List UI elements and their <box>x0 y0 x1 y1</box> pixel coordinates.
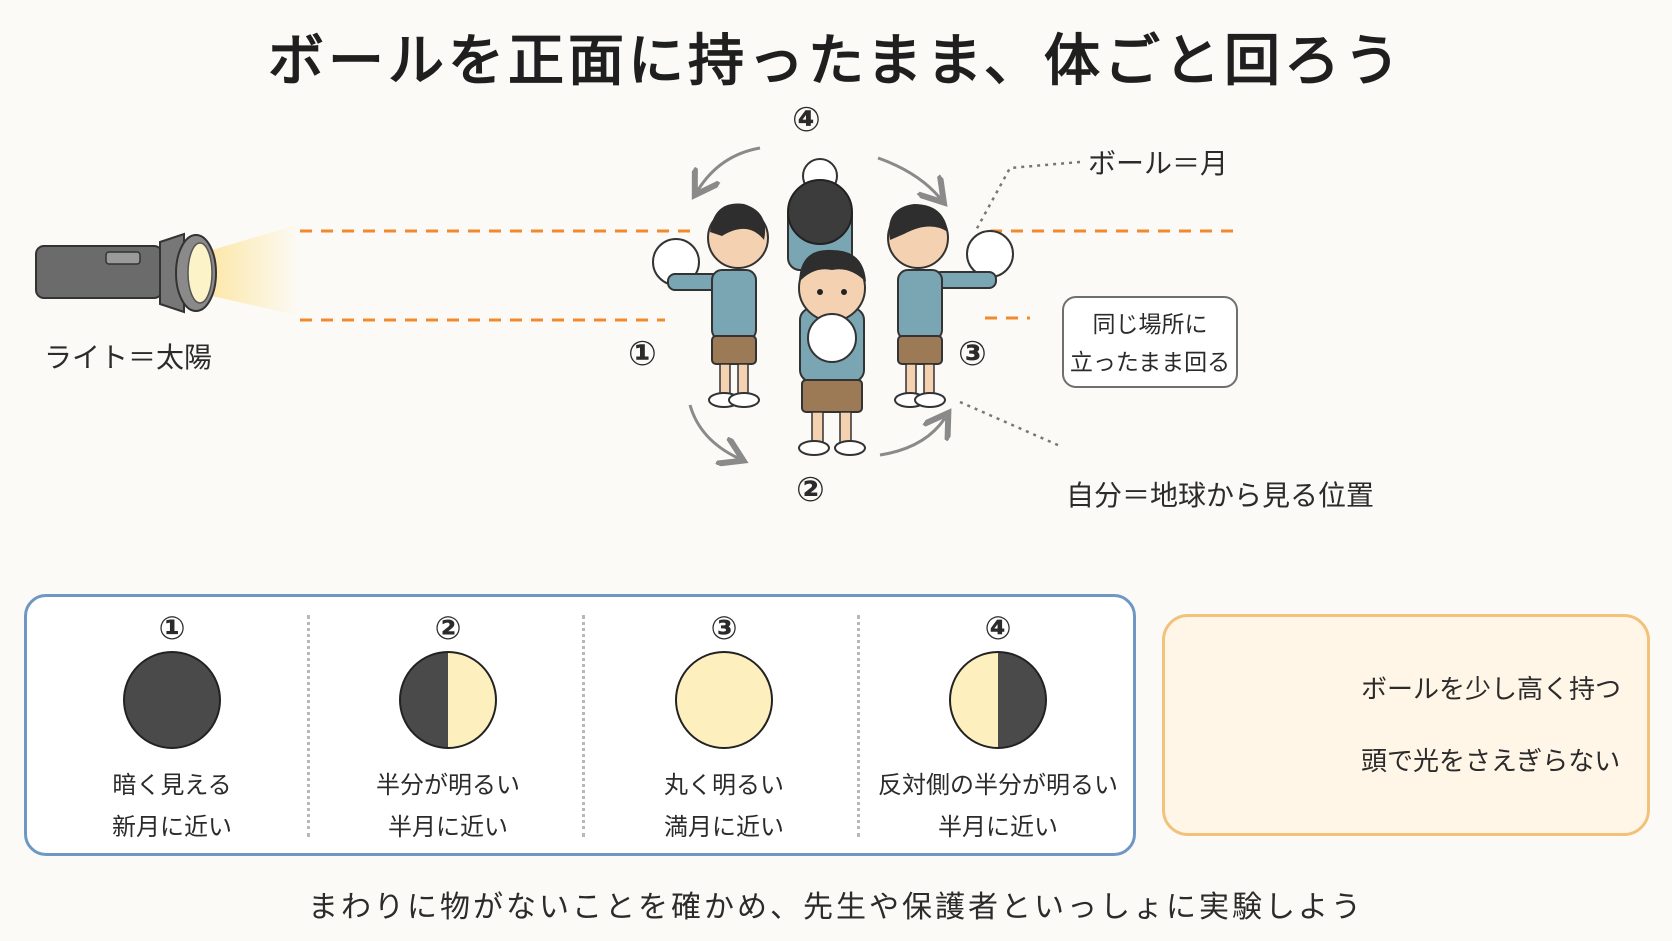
position-number-3: ③ <box>958 334 987 374</box>
phase-2: ② 半分が明るい 半月に近い <box>313 597 583 853</box>
bubble-line-2: 立ったまま回る <box>1069 350 1231 376</box>
leader-lines <box>959 160 1081 448</box>
flashlight-icon <box>35 232 217 314</box>
phase-1: ① 暗く見える 新月に近い <box>37 597 307 853</box>
position-number-2: ② <box>796 470 825 510</box>
moon-phases-panel: ① 暗く見える 新月に近い ② 半分が明るい 半月に近い ③ 丸く明るい 満月に… <box>24 594 1136 856</box>
phase-moon-name: 満月に近い <box>664 813 784 841</box>
child-position-1 <box>652 203 769 408</box>
phase-divider <box>307 615 310 837</box>
phase-4: ④ 反対側の半分が明るい 半月に近い <box>863 597 1133 853</box>
phase-number: ③ <box>710 609 738 647</box>
light-label: ライト＝太陽 <box>44 341 213 374</box>
right-half-moon-icon <box>399 651 497 749</box>
self-label: 自分＝地球から見る位置 <box>1066 479 1375 512</box>
rotation-arrows <box>688 146 945 458</box>
phase-description: 丸く明るい <box>664 771 784 799</box>
child-position-2 <box>798 249 866 456</box>
phase-description: 反対側の半分が明るい <box>878 771 1118 799</box>
phase-3: ③ 丸く明るい 満月に近い <box>589 597 859 853</box>
tip-box: ボールを少し高く持つ 頭で光をさえぎらない <box>1162 614 1650 836</box>
light-rays <box>300 229 1240 322</box>
child-position-3 <box>887 204 1014 408</box>
tip-line-2: 頭で光をさえぎらない <box>1361 747 1621 777</box>
speech-bubble: 同じ場所に 立ったまま回る <box>1062 296 1238 388</box>
safety-note: まわりに物がないことを確かめ、先生や保護者といっしょに実験しよう <box>308 890 1364 925</box>
ball-label: ボール＝月 <box>1088 147 1229 180</box>
phase-moon-name: 半月に近い <box>388 813 508 841</box>
phase-description: 暗く見える <box>112 771 232 799</box>
phase-number: ① <box>158 609 186 647</box>
tip-line-1: ボールを少し高く持つ <box>1361 675 1622 705</box>
phase-divider <box>857 615 860 837</box>
position-number-4: ④ <box>792 100 821 140</box>
new-moon-icon <box>123 651 221 749</box>
left-half-moon-icon <box>949 651 1047 749</box>
position-number-1: ① <box>628 334 657 374</box>
bubble-line-1: 同じ場所に <box>1092 312 1208 338</box>
page-title: ボールを正面に持ったまま、体ごと回ろう <box>267 29 1405 94</box>
phase-divider <box>582 615 585 837</box>
phase-moon-name: 半月に近い <box>938 813 1058 841</box>
full-moon-icon <box>675 651 773 749</box>
phase-number: ② <box>434 609 462 647</box>
phase-description: 半分が明るい <box>376 771 520 799</box>
light-beam <box>212 224 300 316</box>
phase-number: ④ <box>984 609 1012 647</box>
phase-moon-name: 新月に近い <box>112 813 232 841</box>
